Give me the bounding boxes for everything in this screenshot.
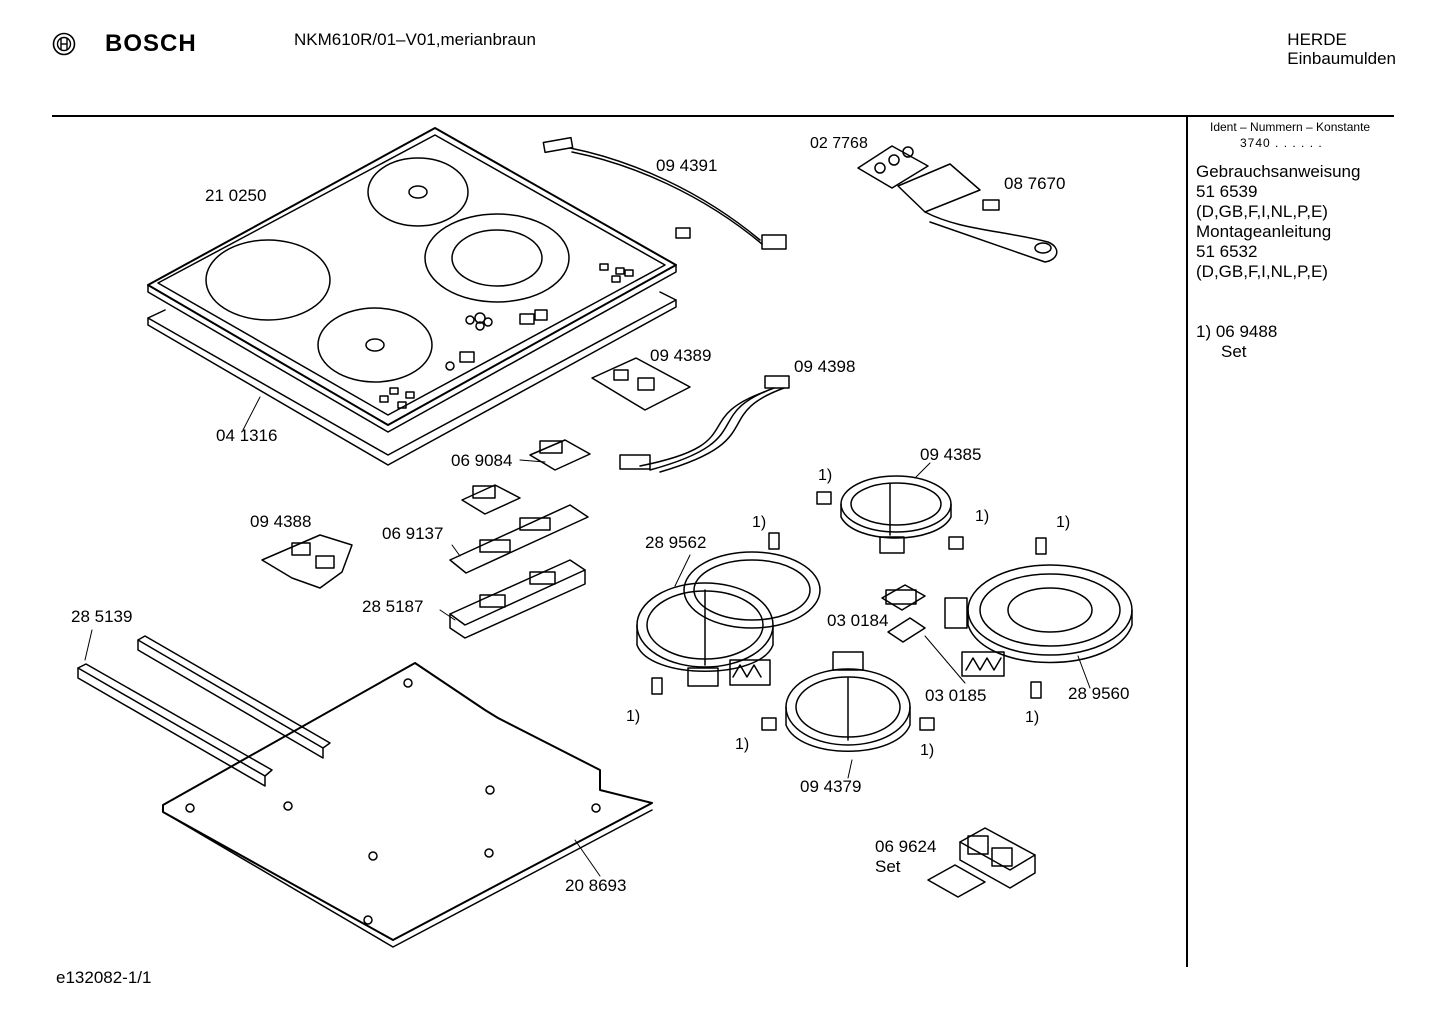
- note-marker: 1): [975, 508, 990, 525]
- label-08-7670: 08 7670: [1004, 174, 1066, 193]
- thermostat-parts: [881, 584, 966, 684]
- ribbon-cable: [619, 375, 790, 473]
- label-09-4389: 09 4389: [650, 346, 712, 365]
- doc1-number: 51 6539: [1196, 182, 1258, 201]
- note-marker: 1): [818, 467, 833, 484]
- label-09-4379: 09 4379: [800, 777, 862, 796]
- cooktop-frame: [147, 291, 677, 466]
- note-marker: 1): [626, 708, 641, 725]
- doc1-langs: (D,GB,F,I,NL,P,E): [1196, 202, 1328, 221]
- note-marker: 1): [1025, 709, 1040, 726]
- note-ref: 1) 06 9488: [1196, 322, 1278, 341]
- sidebar-divider: [1186, 117, 1188, 967]
- doc2-number: 51 6532: [1196, 242, 1258, 261]
- radiant-heater-28-9560: [944, 564, 1133, 677]
- base-plate: [162, 662, 653, 948]
- note-marker: 1): [735, 736, 750, 753]
- electronics-housing: [449, 559, 586, 639]
- documents-list: Gebrauchsanweisung 51 6539 (D,GB,F,I,NL,…: [1196, 162, 1360, 282]
- label-06-9624: 06 9624: [875, 837, 937, 856]
- label-09-4398: 09 4398: [794, 357, 856, 376]
- radiant-heater-09-4385: [840, 475, 952, 554]
- brand-name: BOSCH: [105, 30, 197, 57]
- label-03-0185: 03 0185: [925, 686, 987, 705]
- cooktop-glass-panel: [147, 127, 677, 433]
- control-module-09-4389: [591, 357, 691, 411]
- drawing-id: e132082-1/1: [56, 968, 152, 987]
- dual-radiant-heater: [636, 551, 821, 687]
- connector-set: [927, 827, 1036, 898]
- display-board: [261, 534, 353, 589]
- header-divider: [52, 115, 1394, 117]
- note-marker: 1): [1056, 514, 1071, 531]
- note-text: Set: [1221, 342, 1247, 361]
- label-06-9084: 06 9084: [451, 451, 513, 470]
- circuit-board: [449, 504, 589, 574]
- label-06-9624-set: Set: [875, 857, 901, 876]
- label-28-9562: 28 9562: [645, 533, 707, 552]
- connection-cable: [542, 136, 787, 250]
- category: HERDE Einbaumulden: [1287, 30, 1396, 68]
- label-28-5139: 28 5139: [71, 607, 133, 626]
- mounting-rails: [77, 629, 331, 787]
- label-20-8693: 20 8693: [565, 876, 627, 895]
- label-02-7768: 02 7768: [810, 135, 868, 152]
- note-marker: 1): [752, 514, 767, 531]
- bosch-logo-icon: [52, 32, 76, 61]
- category-line2: Einbaumulden: [1287, 49, 1396, 68]
- label-06-9137: 06 9137: [382, 524, 444, 543]
- glass-scraper: [857, 145, 1058, 263]
- label-09-4385: 09 4385: [920, 445, 982, 464]
- label-09-4391: 09 4391: [656, 156, 718, 175]
- exploded-parts-drawing: [77, 127, 1133, 948]
- label-09-4388: 09 4388: [250, 512, 312, 531]
- doc2-title: Montageanleitung: [1196, 222, 1332, 241]
- label-28-9560: 28 9560: [1068, 684, 1130, 703]
- label-28-5187: 28 5187: [362, 597, 424, 616]
- model-title: NKM610R/01–V01,merianbraun: [294, 30, 536, 49]
- label-03-0184: 03 0184: [827, 611, 889, 630]
- doc1-title: Gebrauchsanweisung: [1196, 162, 1361, 181]
- ident-value: 3740 . . . . . .: [1240, 136, 1323, 150]
- note-block: 1) 06 9488 Set: [1196, 322, 1277, 362]
- note-marker: 1): [920, 742, 935, 759]
- doc2-langs: (D,GB,F,I,NL,P,E): [1196, 262, 1328, 281]
- terminal-clips: [651, 491, 1047, 731]
- ident-label: Ident – Nummern – Konstante: [1210, 120, 1371, 134]
- radiant-heater-09-4379: [785, 651, 911, 752]
- leader-lines: [439, 459, 1091, 779]
- label-21-0250: 21 0250: [205, 186, 267, 205]
- category-line1: HERDE: [1287, 30, 1347, 49]
- switch-set: [461, 439, 591, 515]
- label-04-1316: 04 1316: [216, 426, 278, 445]
